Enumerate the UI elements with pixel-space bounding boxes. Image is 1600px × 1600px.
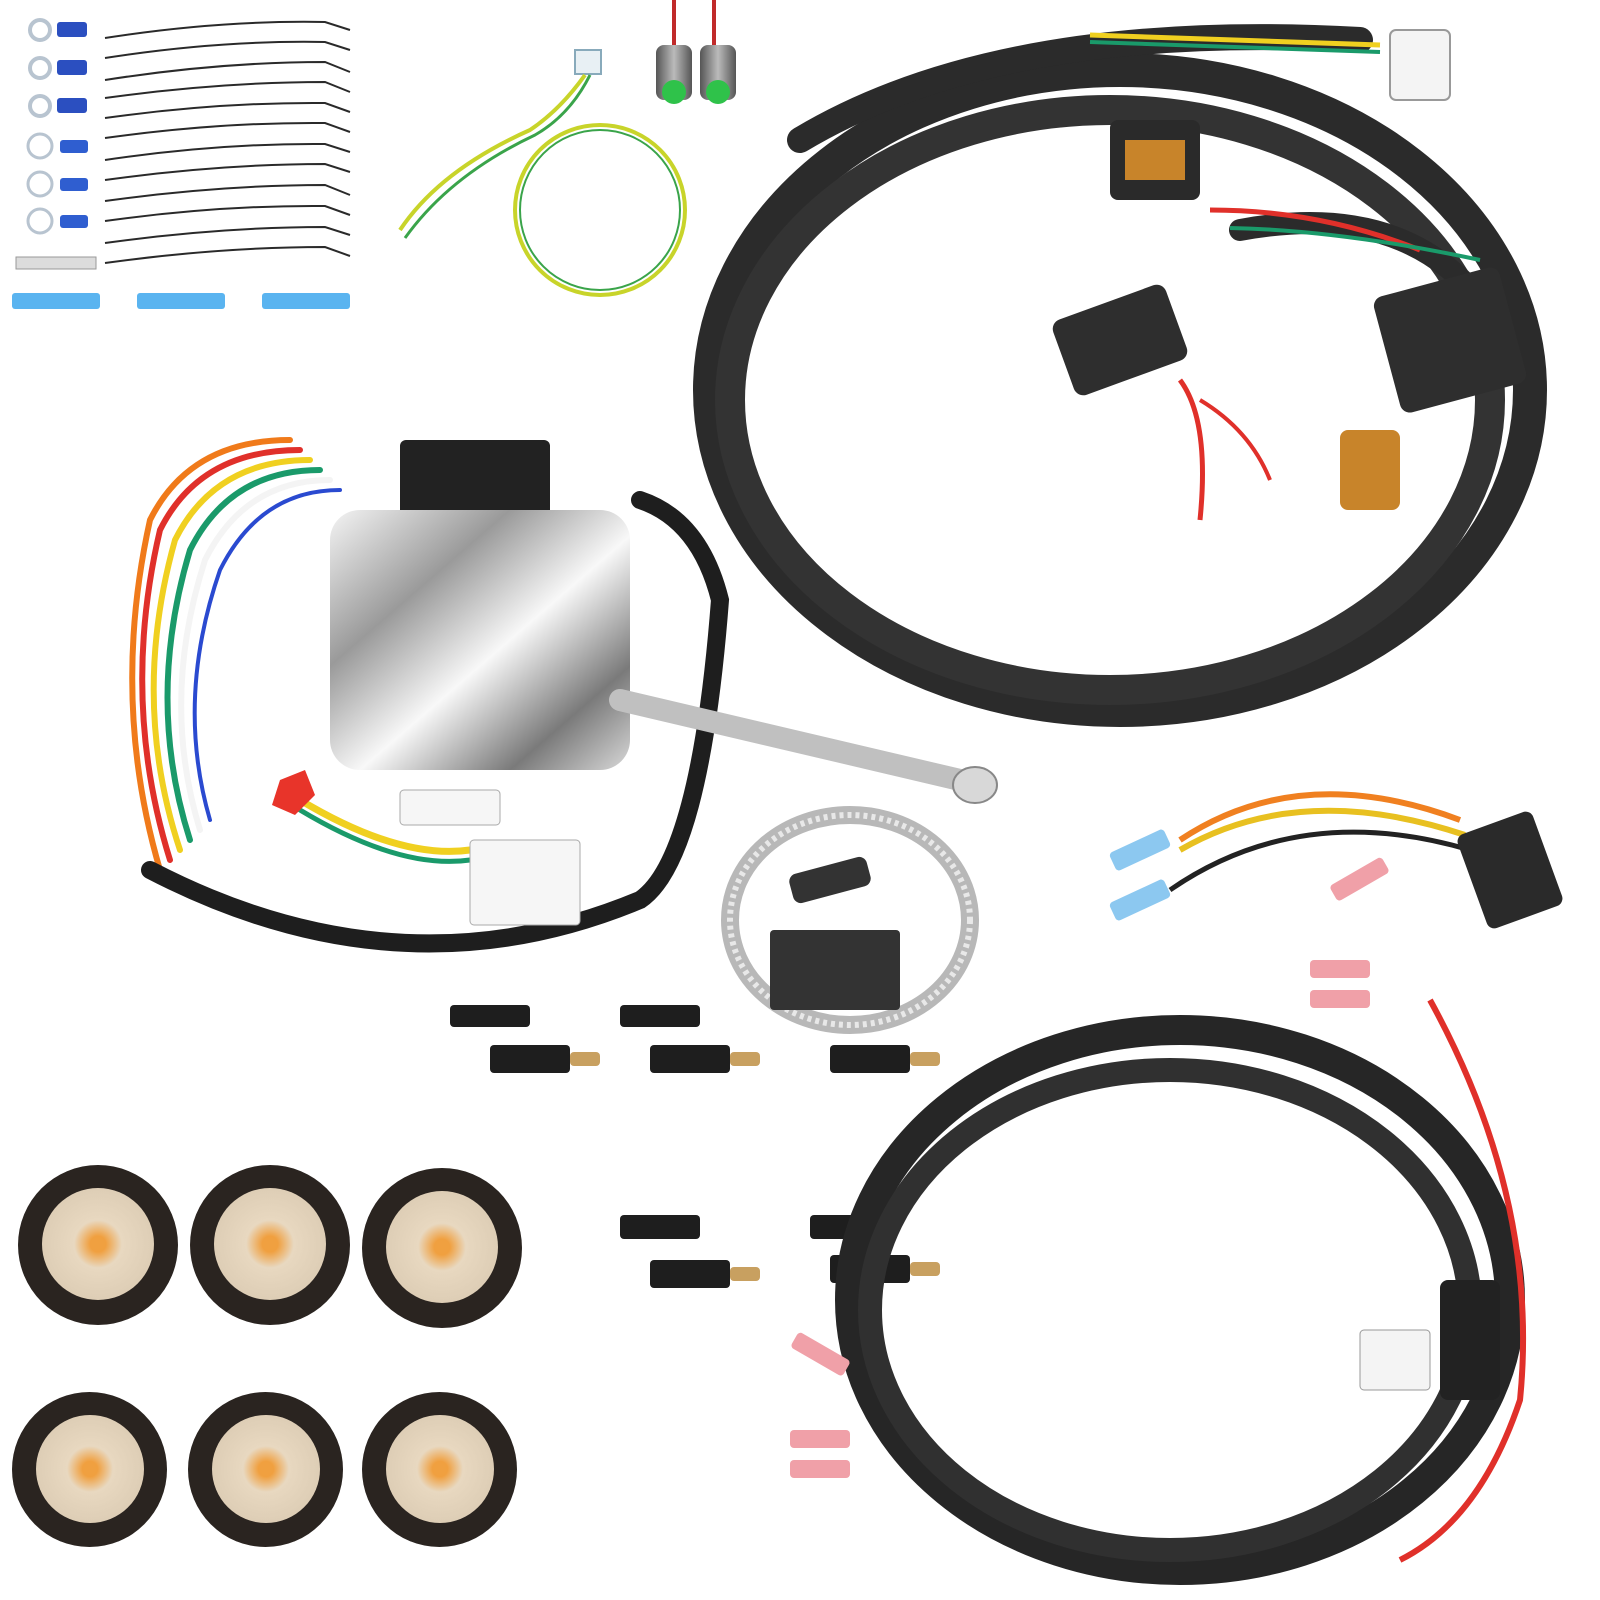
small-parts-group — [12, 18, 351, 309]
switch-knob — [272, 770, 315, 815]
hose-clamp — [721, 806, 979, 1034]
ring-terminals — [26, 18, 88, 235]
pigtail-harness — [1109, 791, 1563, 929]
turn-signal-switch-assembly — [129, 437, 998, 953]
fuse-strip — [15, 256, 97, 270]
indicator-lights — [650, 0, 780, 110]
bullet-connectors-top — [440, 1000, 970, 1110]
heat-shrink-small — [789, 856, 871, 904]
zip-ties — [104, 20, 351, 264]
butt-connectors — [12, 293, 350, 309]
ground-wire — [398, 49, 687, 297]
heat-shrink-large — [770, 930, 900, 1010]
main-harness — [693, 24, 1547, 727]
led-lights — [0, 1130, 560, 1547]
